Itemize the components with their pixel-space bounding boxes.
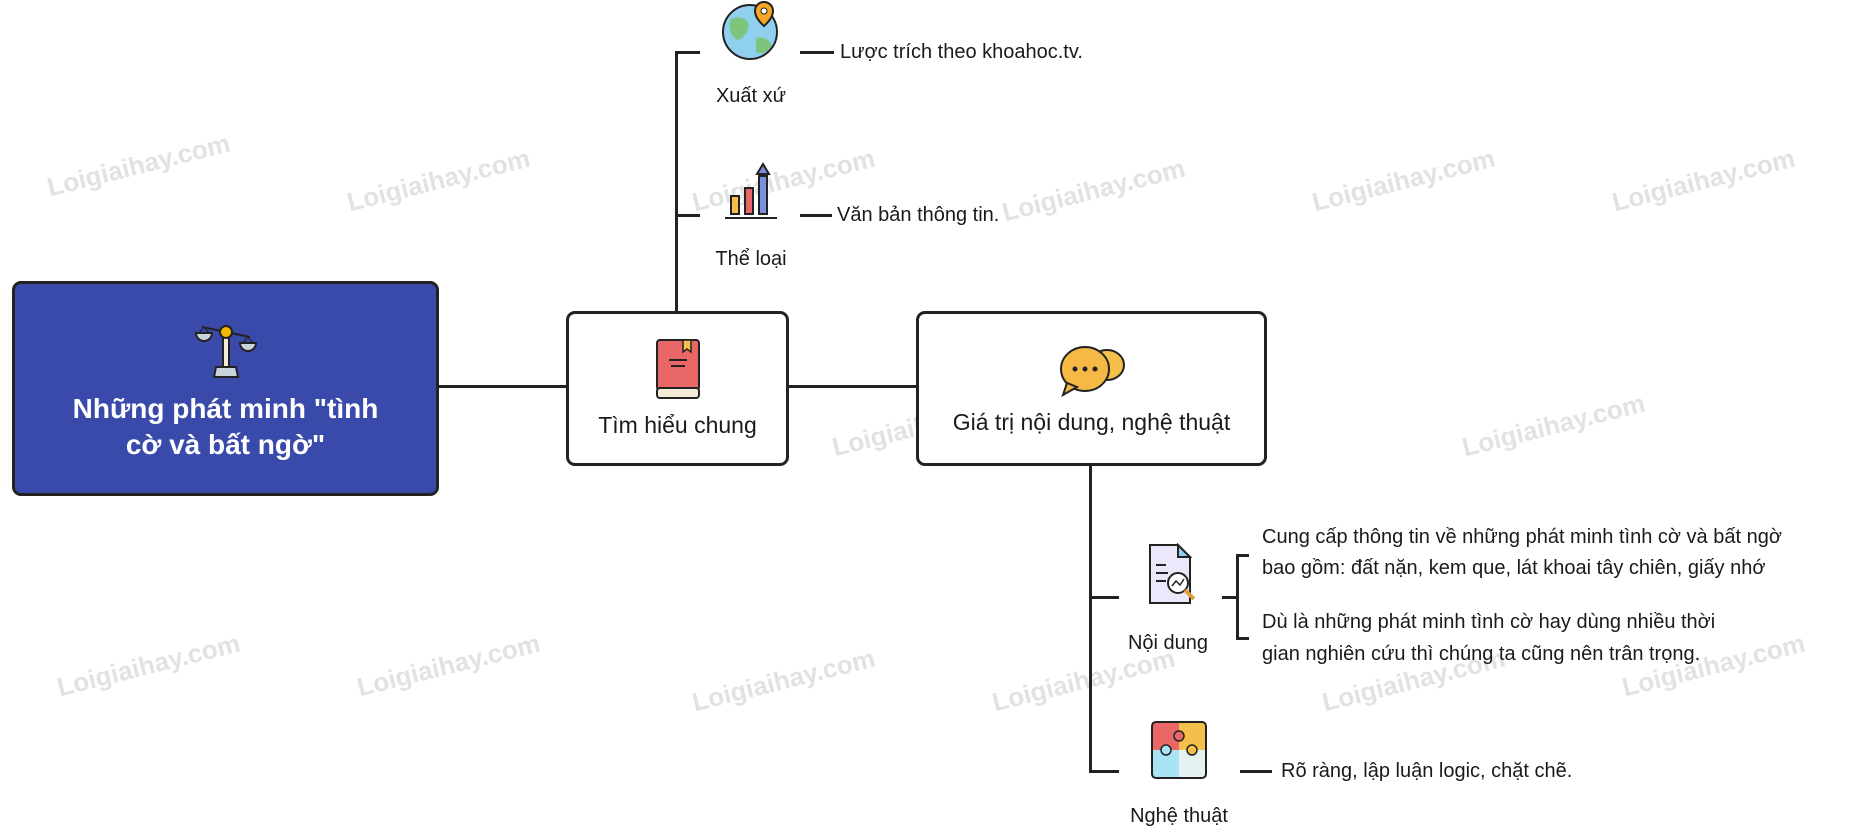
node-label: Xuất xứ	[715, 85, 787, 107]
branch-tim-hieu-chung[interactable]: Tìm hiểu chung	[566, 311, 789, 466]
branch-title: Giá trị nội dung, nghệ thuật	[952, 409, 1231, 435]
watermark: Loigiaihay.com	[1609, 142, 1799, 218]
chat-bubbles-icon	[1059, 346, 1125, 397]
connector	[1089, 770, 1119, 773]
watermark: Loigiaihay.com	[1459, 387, 1649, 463]
node-label: Thể loại	[715, 248, 787, 270]
node-text: bao gồm: đất nặn, kem que, lát khoai tây…	[1262, 557, 1766, 579]
root-node[interactable]: Những phát minh "tình cờ và bất ngờ"	[12, 281, 439, 496]
root-title: Những phát minh "tình cờ và bất ngờ"	[72, 392, 379, 460]
connector	[800, 214, 832, 217]
bracket	[1236, 554, 1239, 640]
connector	[439, 385, 566, 388]
watermark: Loigiaihay.com	[354, 627, 544, 703]
node-text: Lược trích theo khoahoc.tv.	[840, 41, 1083, 63]
connector	[675, 51, 678, 311]
node-text: gian nghiên cứu thì chúng ta cũng nên tr…	[1262, 643, 1701, 665]
node-text: Văn bản thông tin.	[837, 204, 1000, 226]
connector	[1222, 596, 1236, 599]
watermark: Loigiaihay.com	[54, 627, 244, 703]
node-label: Nghệ thuật	[1130, 805, 1228, 827]
branch-gia-tri[interactable]: Giá trị nội dung, nghệ thuật	[916, 311, 1267, 466]
branch-title: Tìm hiểu chung	[598, 412, 757, 438]
connector	[800, 51, 834, 54]
puzzle-icon	[1151, 721, 1207, 779]
watermark: Loigiaihay.com	[999, 152, 1189, 228]
watermark: Loigiaihay.com	[344, 142, 534, 218]
connector	[1089, 466, 1092, 772]
node-text: Dù là những phát minh tình cờ hay dùng n…	[1262, 611, 1716, 633]
watermark: Loigiaihay.com	[689, 642, 879, 718]
connector	[675, 51, 700, 54]
connector	[1089, 596, 1119, 599]
connector	[1240, 770, 1272, 773]
book-icon	[655, 339, 700, 399]
document-search-icon	[1149, 543, 1196, 604]
watermark: Loigiaihay.com	[44, 127, 234, 203]
scales-icon	[194, 324, 257, 378]
bar-chart-icon	[725, 162, 777, 219]
globe-pin-icon	[722, 0, 778, 60]
connector	[675, 214, 700, 217]
node-text: Rõ ràng, lập luận logic, chặt chẽ.	[1281, 760, 1573, 782]
bracket	[1236, 554, 1249, 557]
bracket	[1236, 637, 1249, 640]
node-label: Nội dung	[1127, 632, 1209, 654]
connector	[789, 385, 916, 388]
node-text: Cung cấp thông tin về những phát minh tì…	[1262, 526, 1782, 548]
watermark: Loigiaihay.com	[1309, 142, 1499, 218]
